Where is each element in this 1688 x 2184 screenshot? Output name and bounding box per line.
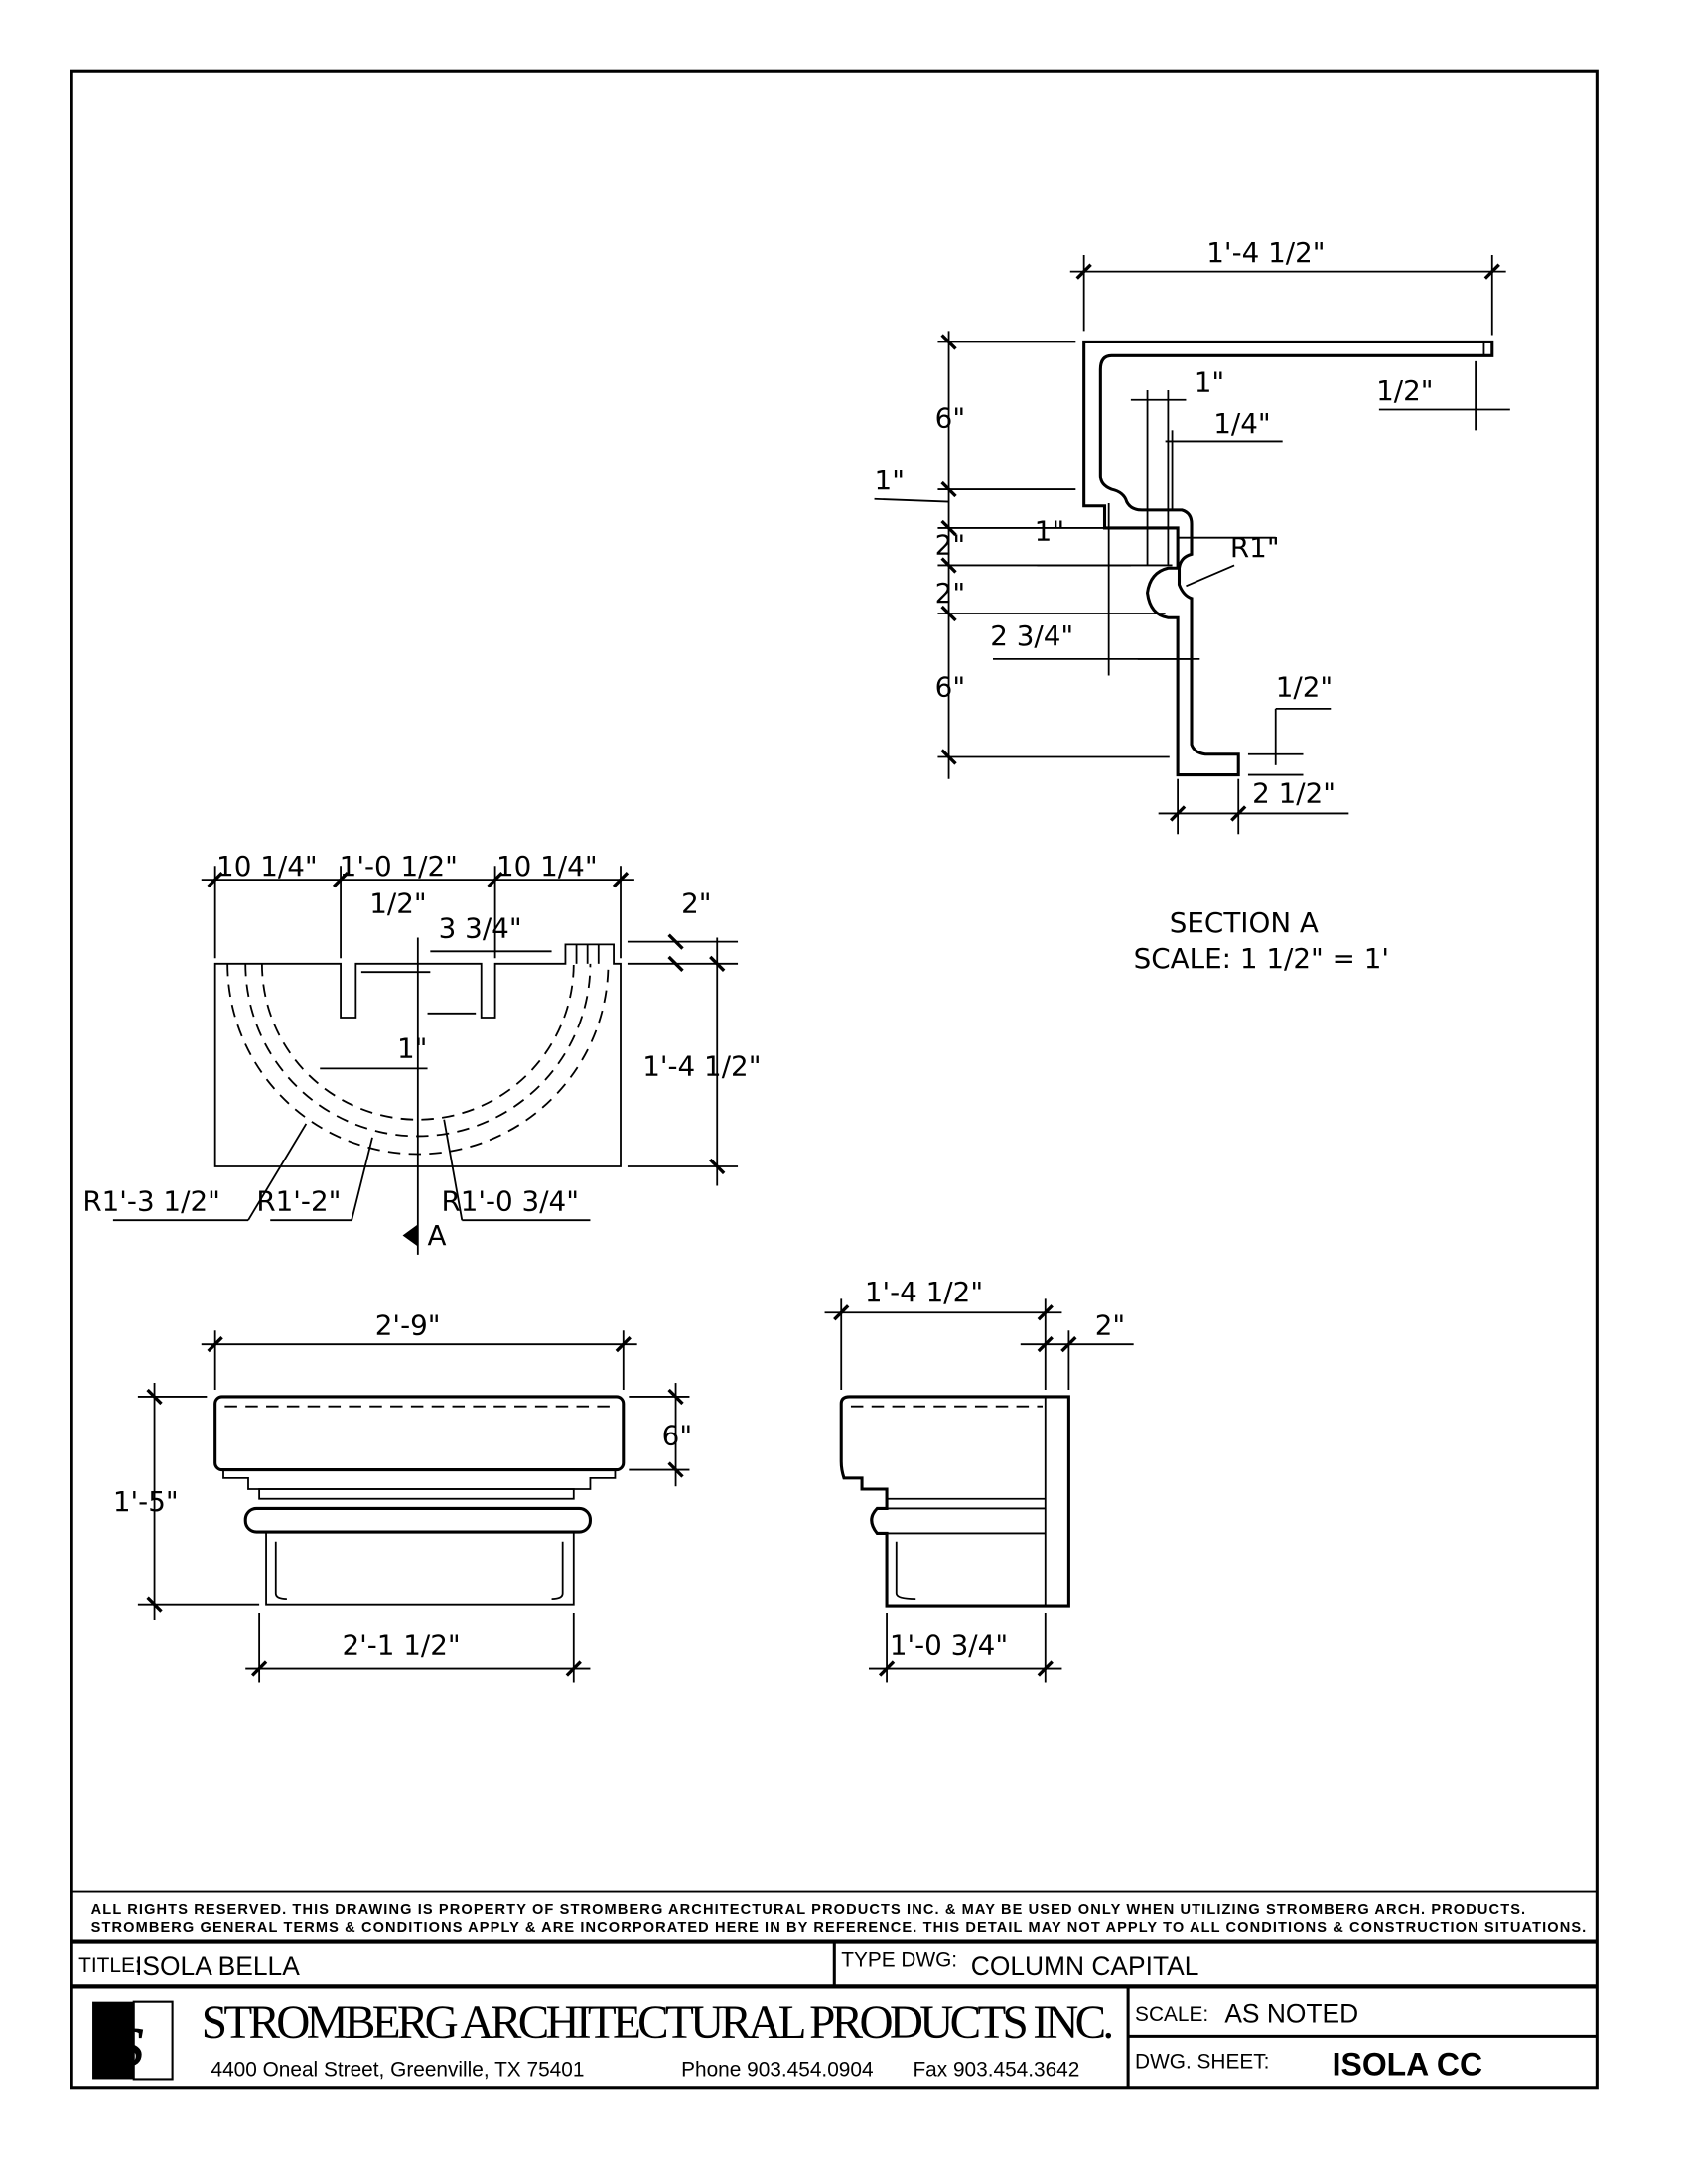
company-address: 4400 Oneal Street, Greenville, TX 75401 — [211, 2059, 585, 2082]
dim-label: 2 3/4" — [990, 619, 1073, 652]
dim-label: 1/2" — [1276, 670, 1333, 703]
dim-label: 2" — [1095, 1308, 1125, 1341]
dim-label: 1/4" — [1213, 407, 1270, 440]
sheet-value: ISOLA CC — [1333, 2046, 1482, 2082]
dim-label: 10 1/4" — [216, 850, 318, 883]
dim-label: 2" — [935, 528, 965, 561]
dim-label: 1'-5" — [113, 1485, 179, 1518]
dim-label: 10 1/4" — [496, 850, 598, 883]
dim-label: R1'-0 3/4" — [441, 1184, 579, 1217]
dim-label: 3 3/4" — [439, 911, 522, 944]
title-block: ALL RIGHTS RESERVED. THIS DRAWING IS PRO… — [71, 1890, 1598, 2088]
dim-label: R1" — [1230, 531, 1280, 564]
dim-label: 6" — [935, 670, 965, 703]
dim-label: 1/2" — [1376, 374, 1433, 407]
scale-value: AS NOTED — [1224, 1999, 1358, 2029]
dim-label: 1" — [875, 464, 905, 496]
dim-label: 1'-4 1/2" — [865, 1276, 983, 1308]
company-phone: Phone 903.454.0904 — [681, 2059, 873, 2082]
dim-label: 1'-0 3/4" — [890, 1629, 1008, 1662]
section-a-profile — [1082, 340, 1494, 777]
dim-label: R1'-2" — [256, 1184, 341, 1217]
dim-label: 1'-4 1/2" — [642, 1049, 761, 1082]
logo-letter: S — [116, 2017, 144, 2079]
dim-label: 2" — [935, 577, 965, 610]
dim-label: 2" — [681, 887, 711, 919]
front-elevation: 2'-9" 6" 1'-5" 2'-1 1/2" — [113, 1308, 692, 1683]
title-value: ISOLA BELLA — [135, 1951, 300, 1980]
dim-label: 6" — [662, 1420, 692, 1452]
dim-label: 1'-4 1/2" — [1206, 236, 1325, 269]
section-mark: A — [428, 1219, 447, 1252]
type-value: COLUMN CAPITAL — [971, 1951, 1199, 1980]
section-title: SECTION A — [1170, 906, 1319, 939]
plan-view: 10 1/4" 1'-0 1/2" 10 1/4" 1/2" 3 3/4" 2"… — [82, 850, 761, 1255]
title-label: TITLE: — [78, 1954, 141, 1977]
company-fax: Fax 903.454.3642 — [913, 2059, 1079, 2082]
dim-label: 6" — [935, 402, 965, 435]
disclaimer-line-1: ALL RIGHTS RESERVED. THIS DRAWING IS PRO… — [91, 1902, 1525, 1918]
scale-label: SCALE: — [1135, 2003, 1208, 2026]
sheet-label: DWG. SHEET: — [1135, 2050, 1269, 2073]
dim-label: 2 1/2" — [1252, 776, 1336, 809]
dim-label: 1" — [1035, 514, 1064, 547]
dim-label: 2'-1 1/2" — [342, 1629, 460, 1662]
dim-label: 2'-9" — [375, 1308, 441, 1341]
side-elevation: 1'-4 1/2" 2" 1'-0 3/4" — [824, 1276, 1134, 1683]
section-a-dimensions: 1'-4 1/2" 1/2" 6" 1" 1/4" 1" 2" 1" R1" 2… — [874, 236, 1510, 975]
company-name: STROMBERG ARCHITECTURAL PRODUCTS INC. — [202, 1997, 1114, 2049]
dim-label: 1'-0 1/2" — [340, 850, 458, 883]
dim-label: 1" — [1195, 365, 1224, 398]
sheet-border — [70, 69, 1599, 2090]
disclaimer-line-2: STROMBERG GENERAL TERMS & CONDITIONS APP… — [91, 1920, 1587, 1936]
section-scale: SCALE: 1 1/2" = 1' — [1134, 942, 1389, 975]
company-logo: S — [92, 2000, 174, 2081]
dim-label: 1/2" — [369, 887, 426, 919]
dim-label: R1'-3 1/2" — [82, 1184, 220, 1217]
dim-label: 1" — [397, 1031, 427, 1064]
type-label: TYPE DWG: — [841, 1949, 957, 1972]
